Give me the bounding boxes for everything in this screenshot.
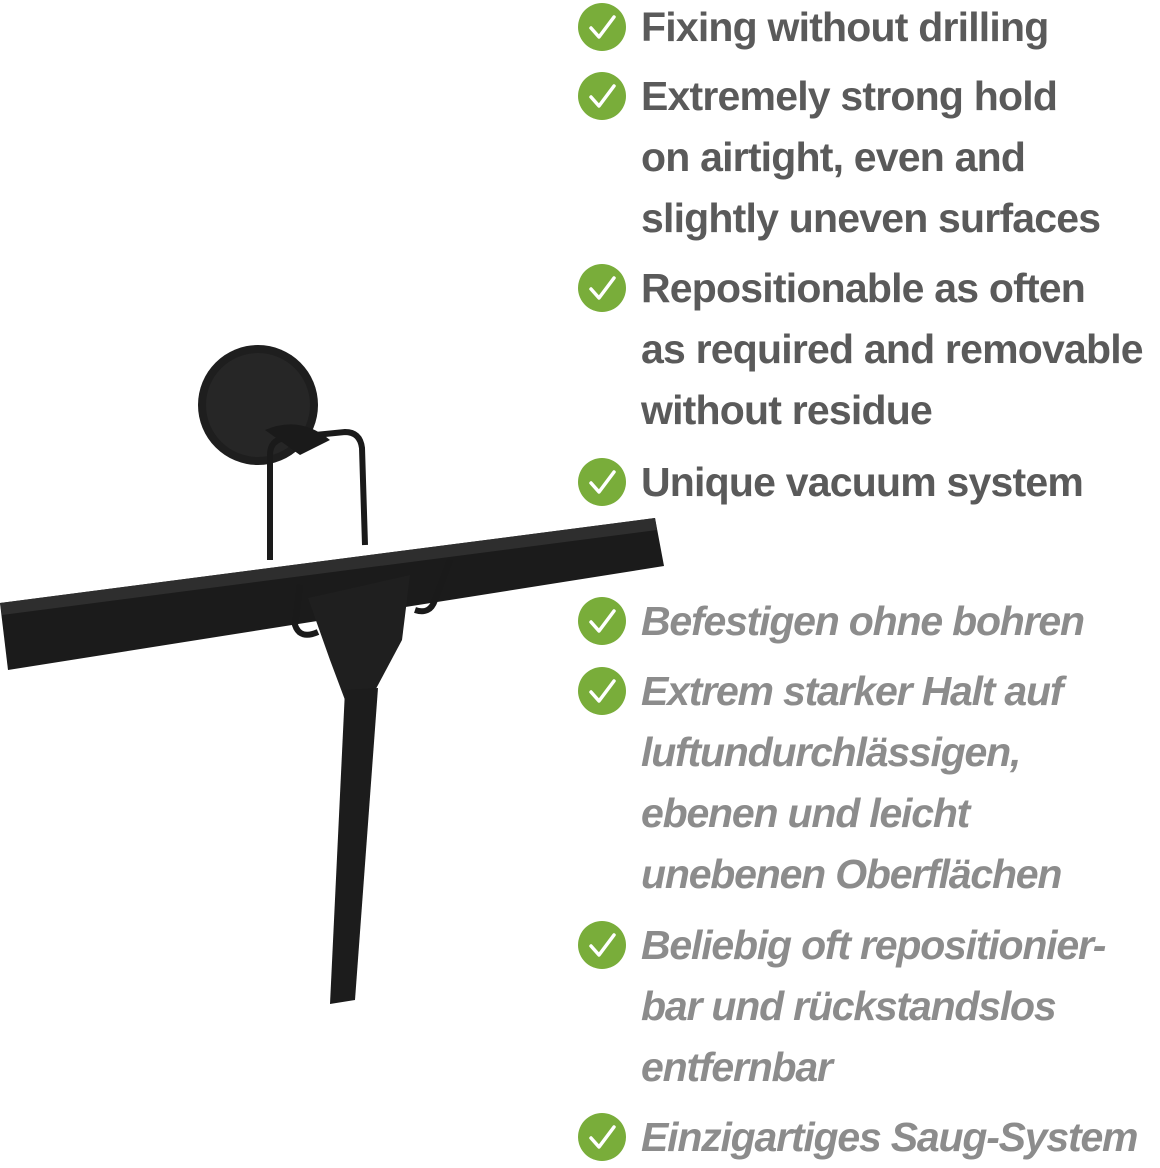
feature-text-line: Repositionable as often [641,265,1086,311]
feature-text-line: Fixing without drilling [641,4,1049,50]
check-icon [578,3,626,51]
feature-text-line: Unique vacuum system [641,459,1084,505]
hook-left [291,584,320,638]
feature-text-line: entfernbar [641,1044,833,1090]
feature-text-line: on airtight, even and [641,134,1026,180]
feature-text-line: without residue [641,387,933,433]
hook-right [414,558,453,615]
feature-text-line: bar und rückstandslos [641,983,1057,1029]
check-icon [578,921,626,969]
feature-text-line: Einzigartiges Saug-System [641,1114,1139,1160]
feature-text-line: Befestigen ohne bohren [641,598,1085,644]
check-icon [578,264,626,312]
feature-text-line: slightly uneven surfaces [641,195,1101,241]
check-icon [578,458,626,506]
squeegee-handle-head [308,575,410,700]
check-icon [578,667,626,715]
feature-text-line: Beliebig oft repositionier- [641,922,1106,968]
feature-text-line: unebenen Oberflächen [641,851,1062,897]
feature-text-line: Extrem starker Halt auf [641,668,1064,714]
feature-text-line: Extremely strong hold [641,73,1058,119]
check-icon [578,72,626,120]
squeegee-handle-stem [330,688,378,1004]
feature-text-line: luftundurchlässigen, [641,729,1021,775]
check-icon [578,1113,626,1161]
feature-text-line: ebenen und leicht [641,790,970,836]
squeegee-product-image [0,345,664,1004]
check-icon [578,597,626,645]
feature-text-line: as required and removable [641,326,1144,372]
